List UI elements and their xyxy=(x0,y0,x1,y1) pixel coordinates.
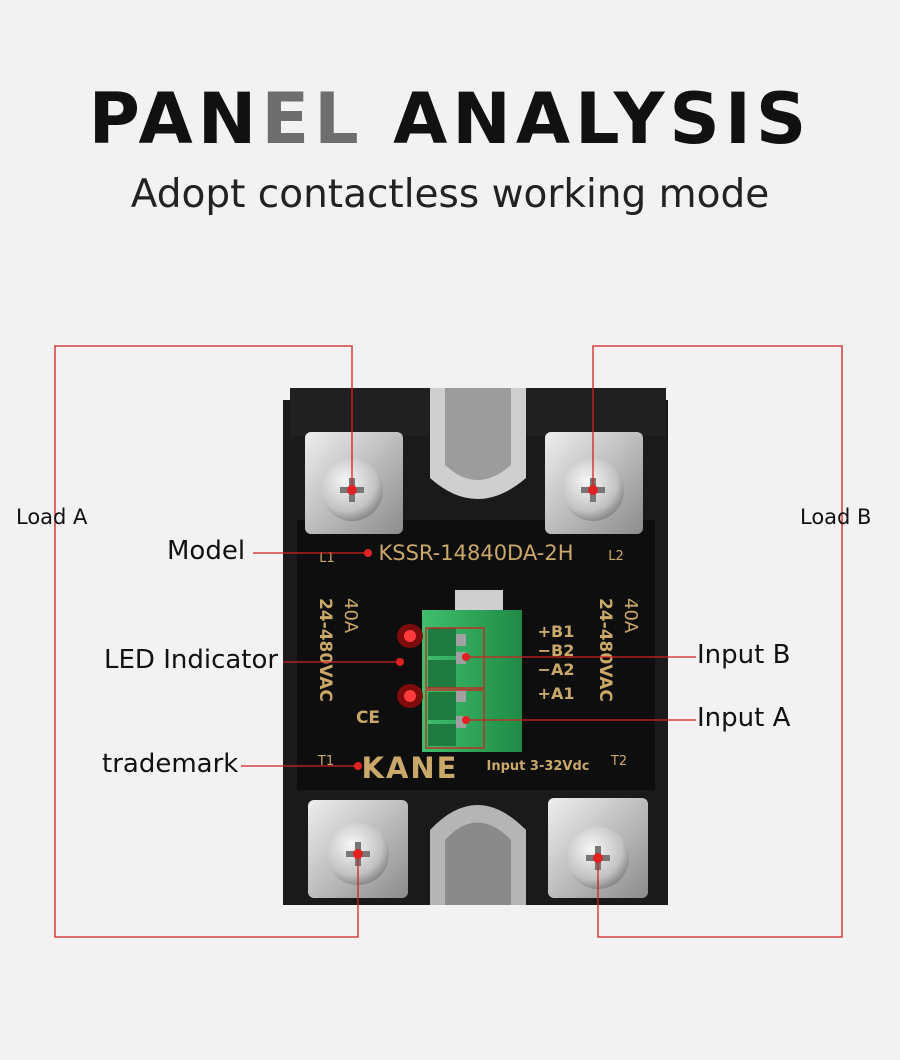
device-l2-text: L2 xyxy=(608,549,624,564)
device-voltage-left: 24-480VAC xyxy=(315,598,335,702)
callout-dots xyxy=(347,485,603,863)
page-title: PANEL ANALYSIS xyxy=(88,78,812,160)
device-current-right: 40A xyxy=(620,598,641,634)
label-input-b: Input B xyxy=(697,640,791,670)
terminal-label-b2: −B2 xyxy=(538,641,575,660)
label-led-indicator: LED Indicator xyxy=(104,645,279,675)
input-terminal-block xyxy=(422,590,522,752)
terminal-label-a1: +A1 xyxy=(538,684,575,703)
device-brand-text: KANE xyxy=(362,751,459,785)
device-input-spec-text: Input 3-32Vdc xyxy=(487,759,590,774)
ce-mark: CE xyxy=(356,708,380,728)
device-current-left: 40A xyxy=(340,598,361,634)
device-model-text: KSSR-14840DA-2H xyxy=(379,541,574,565)
terminal-label-a2: −A2 xyxy=(538,660,575,679)
device-t2-text: T2 xyxy=(610,754,627,769)
label-input-a: Input A xyxy=(697,703,791,733)
led-indicators xyxy=(397,624,423,708)
label-load-a: Load A xyxy=(16,505,88,529)
callout-lines xyxy=(54,345,843,938)
screw-terminal-l2 xyxy=(545,432,643,534)
device-voltage-right: 24-480VAC xyxy=(595,598,615,702)
device-l1-text: L1 xyxy=(319,551,335,566)
terminal-label-b1: +B1 xyxy=(538,622,575,641)
label-model: Model xyxy=(167,536,246,566)
label-load-b: Load B xyxy=(800,505,872,529)
label-trademark: trademark xyxy=(102,749,239,779)
page-subtitle: Adopt contactless working mode xyxy=(130,172,770,217)
screw-terminal-l1 xyxy=(305,432,403,534)
device-t1-text: T1 xyxy=(317,754,334,769)
